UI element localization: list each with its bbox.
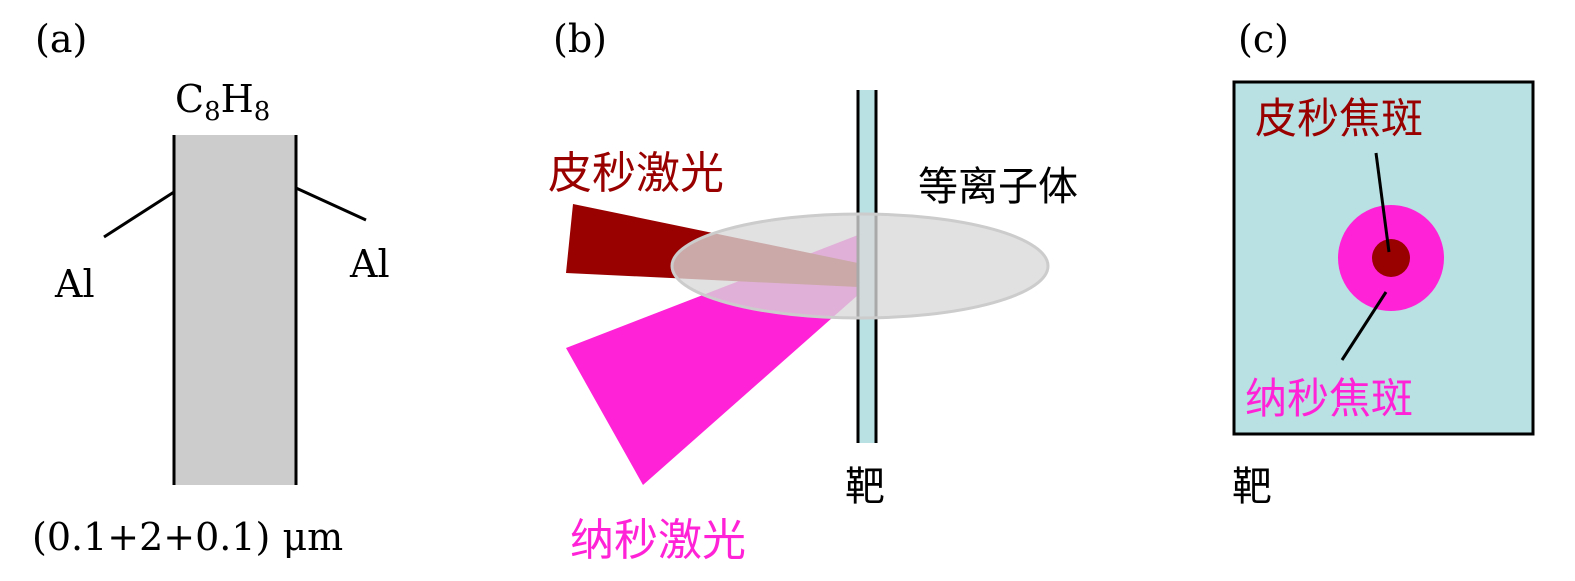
- layer-label: C8H8: [175, 77, 270, 127]
- ps-laser-label: 皮秒激光: [548, 148, 724, 199]
- ps-spot-label: 皮秒焦斑: [1255, 94, 1423, 143]
- ns-laser-label: 纳秒激光: [570, 515, 746, 566]
- thickness-label: (0.1+2+0.1) μm: [32, 515, 343, 559]
- plasma-ellipse: [670, 212, 1050, 320]
- leader-line: [1374, 152, 1391, 253]
- leader-line: [1340, 291, 1388, 361]
- ps-focal-spot: [1372, 239, 1410, 277]
- target-label-b: 靶: [845, 464, 885, 510]
- panel-c-label: (c): [1238, 17, 1289, 61]
- leader-line: [295, 186, 367, 222]
- al-left-label: Al: [54, 262, 95, 306]
- panel-b-label: (b): [553, 17, 607, 61]
- plasma-label: 等离子体: [918, 164, 1078, 210]
- ch-layer: [174, 135, 296, 485]
- al-right-label: Al: [349, 242, 390, 286]
- target-label-c: 靶: [1232, 464, 1272, 510]
- ns-spot-label: 纳秒焦斑: [1245, 374, 1413, 423]
- leader-line: [103, 190, 175, 239]
- panel-a-label: (a): [35, 17, 87, 61]
